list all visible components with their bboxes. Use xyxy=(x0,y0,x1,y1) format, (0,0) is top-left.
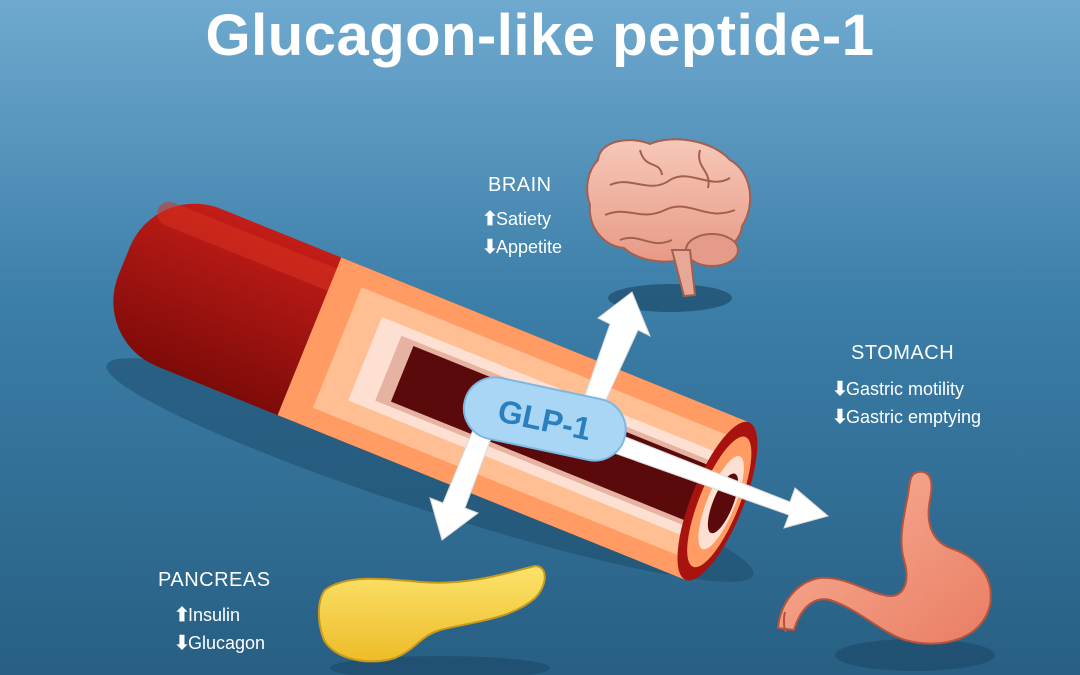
pancreas-effect-glucagon: ⬇ Glucagon xyxy=(174,632,265,655)
page-title: Glucagon-like peptide-1 xyxy=(205,3,875,68)
brain-effect-appetite: ⬇ Appetite xyxy=(482,236,562,259)
stomach-illustration xyxy=(776,470,992,645)
brain-shadow xyxy=(608,284,732,312)
effect-text: Appetite xyxy=(496,237,563,257)
stomach-effect-motility: ⬇ Gastric motility xyxy=(832,378,964,401)
down-arrow-icon: ⬇ xyxy=(482,237,498,258)
effect-text: Insulin xyxy=(188,605,241,625)
stomach-label: STOMACH xyxy=(851,342,955,364)
brain-illustration xyxy=(586,138,752,298)
pancreas-illustration xyxy=(317,564,546,663)
arrow-to-stomach xyxy=(599,429,830,529)
down-arrow-icon: ⬇ xyxy=(174,633,190,654)
pancreas-label: PANCREAS xyxy=(158,569,271,591)
pancreas-effect-insulin: ⬆ Insulin xyxy=(174,604,240,627)
up-arrow-icon: ⬆ xyxy=(482,209,498,230)
effect-text: Glucagon xyxy=(188,633,266,653)
down-arrow-icon: ⬇ xyxy=(832,407,848,428)
stomach-shadow xyxy=(835,639,995,671)
down-arrow-icon: ⬇ xyxy=(832,379,848,400)
effect-text: Satiety xyxy=(496,209,552,229)
arrow-to-pancreas xyxy=(429,424,494,541)
glp1-molecule: GLP-1 xyxy=(462,376,627,462)
effect-text: Gastric motility xyxy=(846,379,965,399)
arrow-to-brain xyxy=(584,291,651,403)
brain-label: BRAIN xyxy=(488,174,552,196)
up-arrow-icon: ⬆ xyxy=(174,605,190,626)
effect-text: Gastric emptying xyxy=(846,407,982,427)
stomach-effect-emptying: ⬇ Gastric emptying xyxy=(832,406,981,429)
brain-effect-satiety: ⬆ Satiety xyxy=(482,208,551,231)
